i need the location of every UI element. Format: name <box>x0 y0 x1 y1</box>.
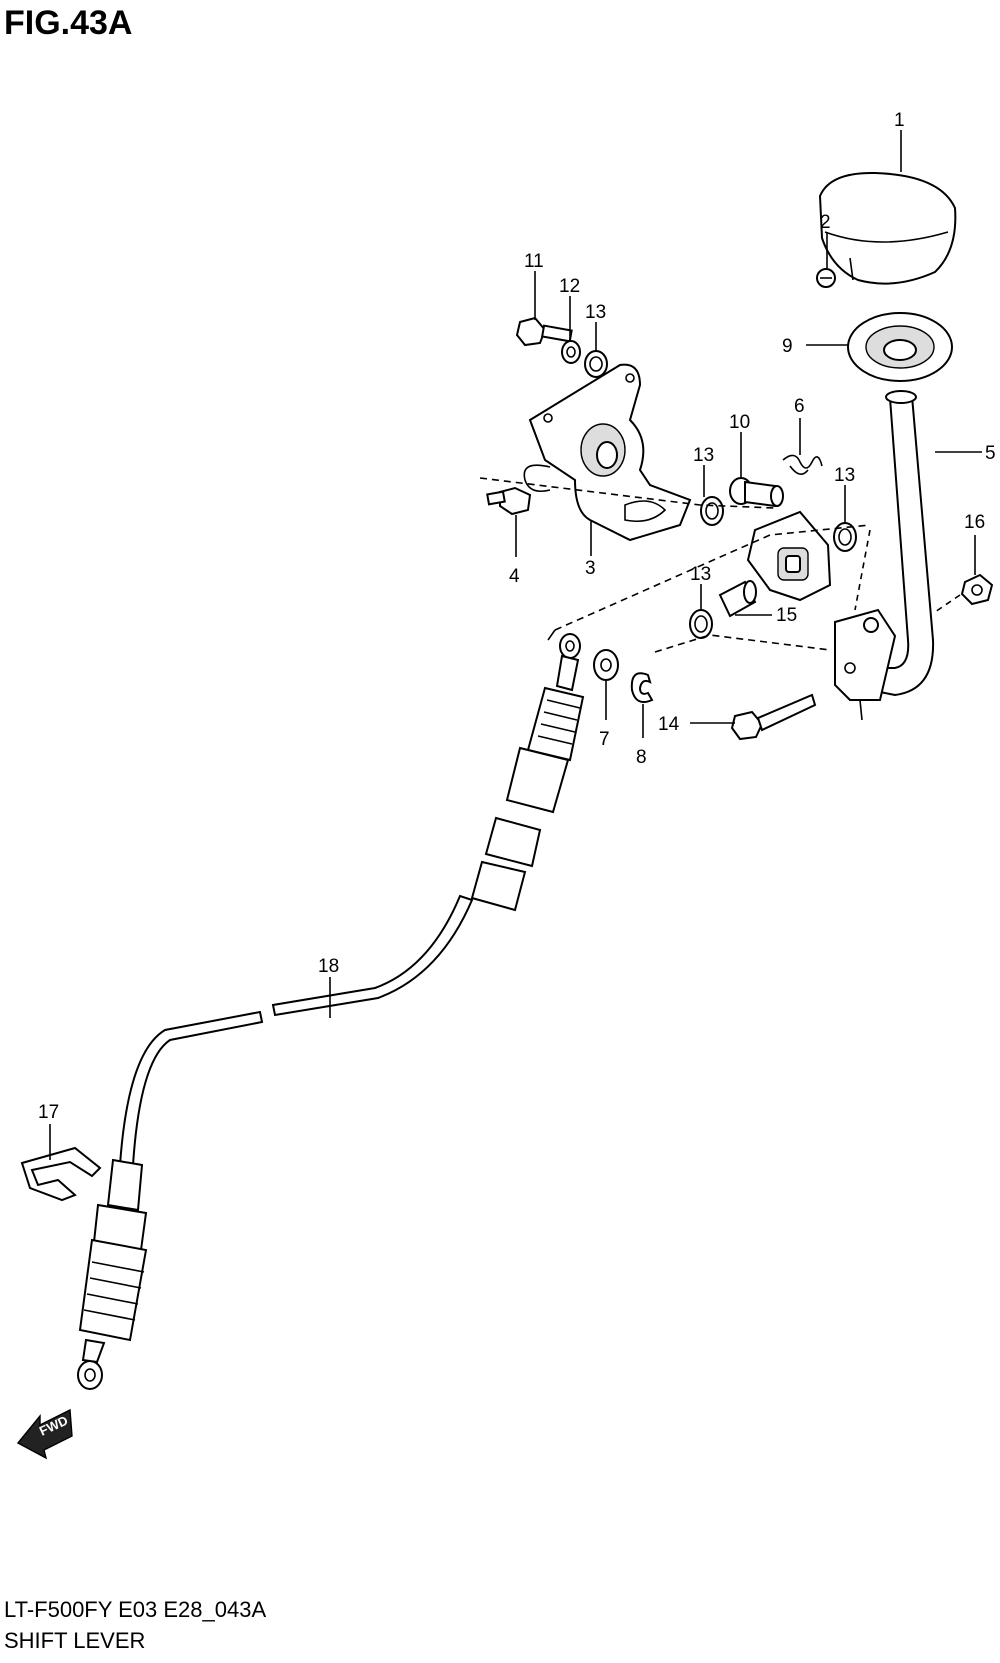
callout-2: 2 <box>820 212 831 233</box>
bracket-clip-part <box>523 464 551 493</box>
callout-labels: 1 2 3 4 5 6 7 8 9 10 11 12 13 13 13 13 1… <box>38 110 996 1123</box>
bushing-part <box>718 580 757 618</box>
shift-lever-rod-part <box>864 390 935 697</box>
callout-13-b: 13 <box>693 445 714 466</box>
callout-13-d: 13 <box>690 564 711 585</box>
mounting-bracket-part <box>528 363 692 542</box>
callout-7: 7 <box>599 729 610 750</box>
callout-18: 18 <box>318 956 339 977</box>
figure-title: FIG.43A <box>4 4 133 42</box>
o-ring-part <box>584 350 857 639</box>
shift-knob-part <box>818 171 957 285</box>
cable-washer-part <box>593 649 619 681</box>
leader-lines <box>49 130 982 1160</box>
upper-washer-part <box>561 340 581 364</box>
callout-11: 11 <box>524 251 544 272</box>
callout-8: 8 <box>636 747 647 768</box>
model-code: LT-F500FY E03 E28_043A <box>4 1597 267 1622</box>
callout-16: 16 <box>964 512 985 533</box>
lever-boot-part <box>847 312 953 382</box>
callout-14: 14 <box>658 714 680 735</box>
callout-12: 12 <box>559 276 580 297</box>
forward-arrow-icon: FWD <box>16 1408 73 1460</box>
callout-13-a: 13 <box>585 302 606 323</box>
pivot-bolt-part <box>730 693 817 741</box>
bracket-bolt-part <box>486 486 532 516</box>
callout-3: 3 <box>585 558 596 579</box>
lever-pivot-bracket-part <box>834 608 897 721</box>
callout-10: 10 <box>729 412 750 433</box>
upper-bolt-part <box>515 316 573 347</box>
section-name: SHIFT LEVER <box>4 1628 146 1653</box>
callout-6: 6 <box>794 396 805 417</box>
e-clip-part <box>630 672 654 703</box>
pivot-pin-part <box>729 477 784 508</box>
callout-15: 15 <box>776 605 797 626</box>
return-spring-part <box>782 454 823 475</box>
lever-nut-part <box>960 573 994 606</box>
assembly-guide-lines <box>479 477 961 653</box>
cable-clip-part <box>20 1146 102 1202</box>
shift-cable-part <box>77 633 585 1390</box>
callout-4: 4 <box>509 566 520 587</box>
callout-13-c: 13 <box>834 465 855 486</box>
callout-5: 5 <box>985 443 996 464</box>
callout-17: 17 <box>38 1102 59 1123</box>
callout-9: 9 <box>782 336 793 357</box>
pivot-housing-part <box>746 510 832 602</box>
callout-1: 1 <box>894 110 905 131</box>
knob-screw-part <box>816 268 836 288</box>
